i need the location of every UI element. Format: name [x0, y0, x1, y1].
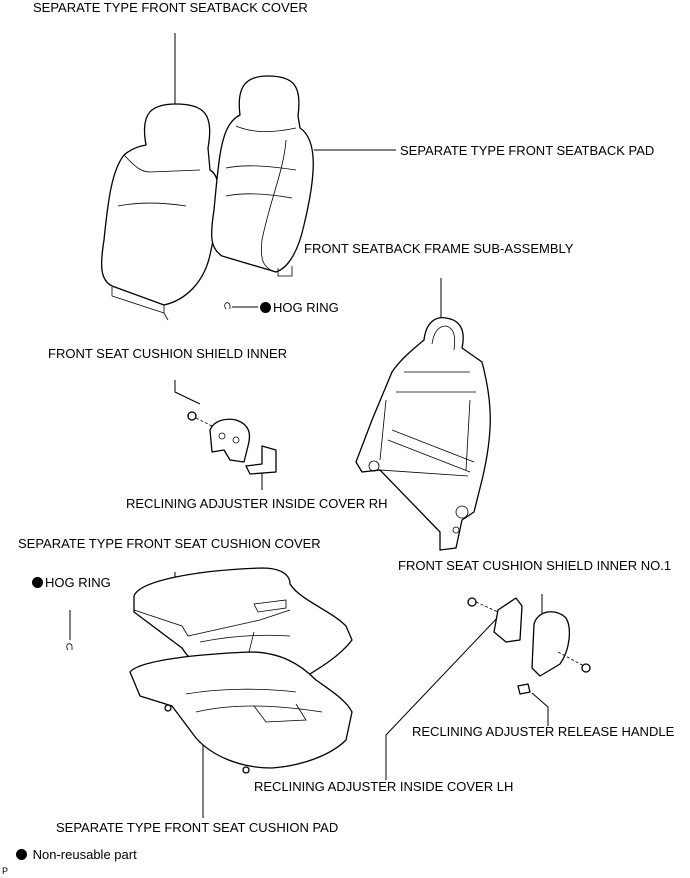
- release-handle-drawing: [517, 683, 531, 695]
- non-reusable-dot-icon: [260, 302, 271, 313]
- seatback-cover-drawing: [100, 103, 220, 321]
- cushion-pad-drawing: [129, 651, 353, 774]
- label-cushion-shield-inner-no1: FRONT SEAT CUSHION SHIELD INNER NO.1: [398, 558, 672, 573]
- corner-mark: P: [2, 866, 9, 876]
- label-seatback-pad: SEPARATE TYPE FRONT SEATBACK PAD: [400, 143, 655, 158]
- non-reusable-dot-icon: [16, 849, 27, 860]
- legend: Non-reusable part: [16, 847, 137, 862]
- label-seatback-cover: SEPARATE TYPE FRONT SEATBACK COVER: [33, 0, 308, 15]
- adjuster-cover-rh-drawing: [245, 445, 277, 475]
- label-cushion-shield-inner: FRONT SEAT CUSHION SHIELD INNER: [48, 346, 288, 361]
- label-seatback-frame: FRONT SEATBACK FRAME SUB-ASSEMBLY: [304, 241, 574, 256]
- hog-ring-upper-drawing: [224, 302, 231, 310]
- label-hog-ring-lower: HOG RING: [32, 575, 111, 590]
- label-adjuster-cover-rh: RECLINING ADJUSTER INSIDE COVER RH: [126, 496, 388, 511]
- label-adjuster-cover-lh: RECLINING ADJUSTER INSIDE COVER LH: [254, 779, 514, 794]
- label-hog-ring-upper: HOG RING: [260, 300, 339, 315]
- label-cushion-cover: SEPARATE TYPE FRONT SEAT CUSHION COVER: [18, 536, 321, 551]
- adjuster-cover-lh-drawing: [467, 597, 523, 643]
- seatback-pad-drawing: [210, 75, 314, 277]
- non-reusable-dot-icon: [32, 577, 43, 588]
- cushion-shield-inner-drawing: [187, 411, 251, 463]
- cushion-cover-drawing: [133, 567, 353, 689]
- hog-ring-lower-drawing: [66, 643, 73, 651]
- hog-ring-upper-text: HOG RING: [273, 300, 339, 315]
- seatback-frame-drawing: [355, 316, 491, 551]
- label-cushion-pad: SEPARATE TYPE FRONT SEAT CUSHION PAD: [56, 820, 339, 835]
- label-release-handle: RECLINING ADJUSTER RELEASE HANDLE: [412, 724, 675, 739]
- legend-text: Non-reusable part: [32, 847, 137, 862]
- leader-lines: [69, 33, 549, 818]
- hog-ring-lower-text: HOG RING: [45, 575, 111, 590]
- cushion-shield-inner-no1-drawing: [531, 611, 591, 677]
